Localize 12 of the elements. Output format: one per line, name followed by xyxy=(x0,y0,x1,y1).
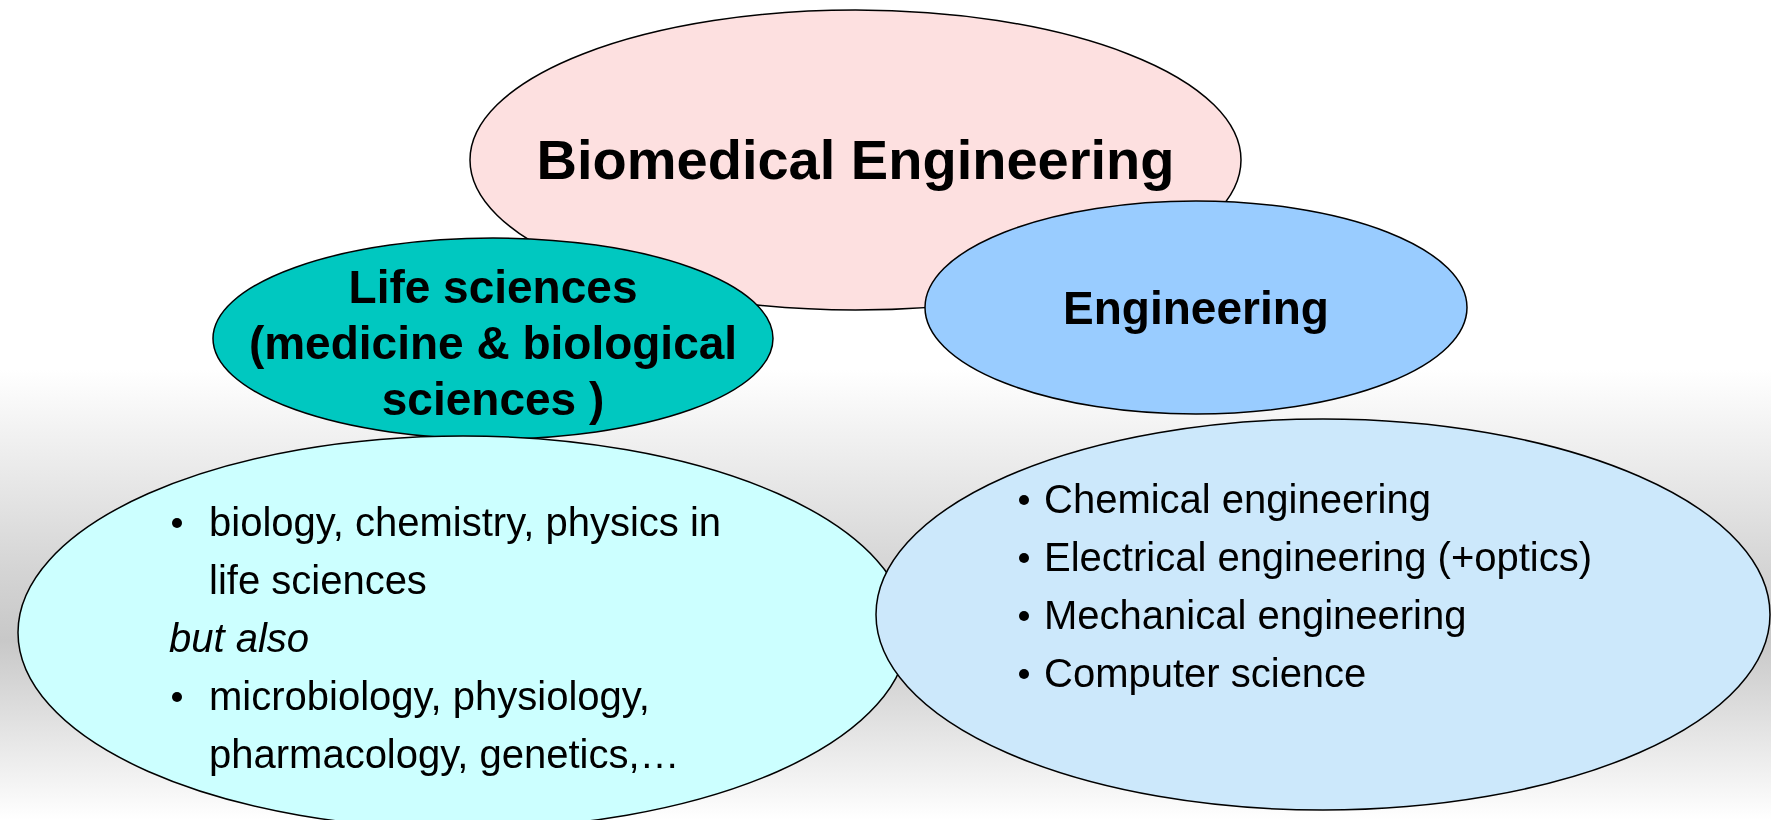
bullet-item: Chemical engineering xyxy=(1016,470,1756,528)
topic-ellipse xyxy=(924,200,1468,415)
bullet-item: Mechanical engineering xyxy=(1016,586,1756,644)
ellipse-title: Engineering xyxy=(1062,280,1330,336)
bullet-item: Electrical engineering (+optics) xyxy=(1016,528,1756,586)
ellipse-title: Biomedical Engineering xyxy=(535,127,1176,193)
list-note: but also xyxy=(169,615,311,662)
topic-ellipse xyxy=(875,418,1771,811)
bullet-item: Computer science xyxy=(1016,644,1756,702)
topic-ellipse xyxy=(212,237,774,440)
bullet-item: microbiology, physiology, pharmacology, genetics,… xyxy=(169,667,749,783)
ellipse-title: Life sciences (medicine & biological sciences ) xyxy=(247,260,739,427)
